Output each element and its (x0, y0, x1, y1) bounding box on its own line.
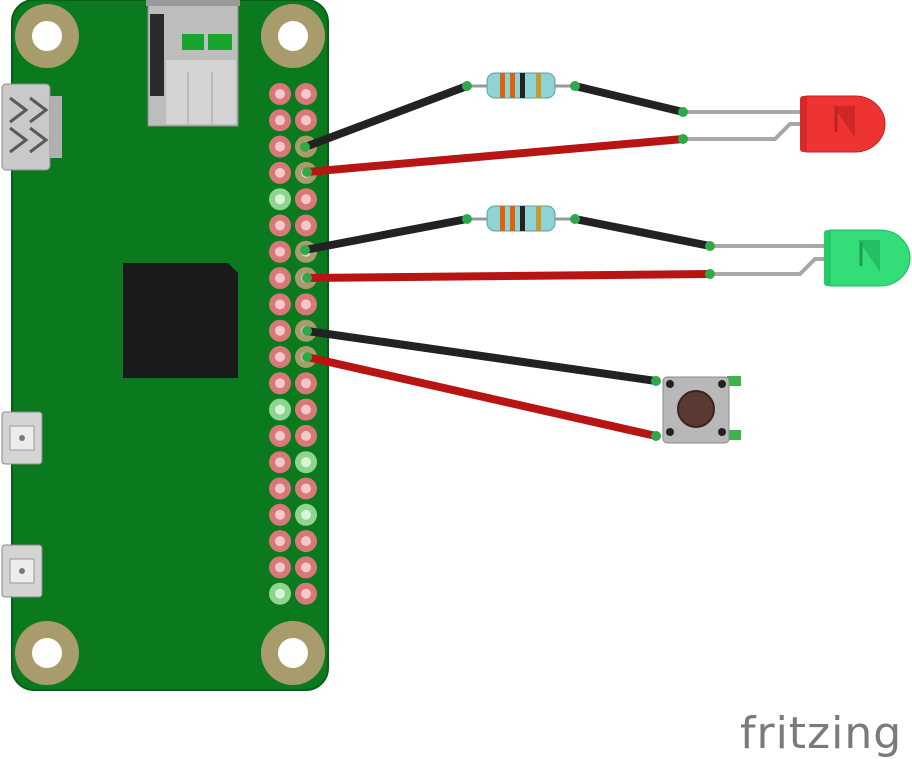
gpio-pin-hole (275, 115, 285, 126)
gpio-pin-hole (275, 536, 285, 547)
gpio-pin-hole (301, 457, 311, 468)
wire-red-3 (303, 353, 660, 440)
gpio-pin-hole (275, 483, 285, 494)
green-led (824, 229, 911, 287)
wire-red-2 (303, 270, 714, 282)
gpio-pin-hole (275, 89, 285, 99)
gpio-pin-hole (301, 588, 311, 599)
resistor-1 (467, 72, 575, 99)
resistor-2 (467, 205, 575, 232)
fritzing-logo: fritzing (740, 708, 902, 759)
gpio-pin-hole (275, 588, 285, 599)
gpio-pin-hole (301, 483, 311, 494)
gpio-pin-hole (301, 509, 311, 520)
mini-hdmi-port (1, 83, 62, 171)
gpio-pin-hole (275, 430, 285, 441)
sd-card-slot (146, 0, 240, 127)
wire-black-2 (571, 82, 687, 116)
gpio-pin-hole (275, 352, 285, 362)
gpio-pin-hole (301, 115, 311, 126)
gpio-pin-hole (275, 378, 285, 389)
gpio-pin-hole (301, 194, 311, 205)
gpio-pin-hole (301, 536, 311, 547)
soc-chip (123, 263, 238, 378)
gpio-pin-hole (301, 430, 311, 441)
gpio-pin-hole (275, 141, 285, 152)
gpio-pin-hole (301, 220, 311, 231)
wire-black-1 (301, 82, 471, 151)
gpio-pin-hole (301, 562, 311, 573)
gpio-pin-hole (275, 194, 285, 205)
micro-usb-port-2 (1, 544, 43, 598)
wire-red-1 (303, 135, 687, 176)
wire-black-4 (571, 215, 714, 250)
mount-hole-bottom-right (261, 621, 325, 685)
gpio-header (269, 83, 317, 605)
wires (301, 82, 714, 440)
gpio-pin-hole (275, 220, 285, 231)
red-led (800, 95, 886, 153)
mount-hole-top-left (15, 4, 79, 68)
micro-usb-port-1 (1, 411, 43, 465)
led-legs (683, 110, 830, 276)
wire-ends (300, 81, 715, 441)
gpio-pin-hole (275, 246, 285, 257)
mount-hole-bottom-left (15, 621, 79, 685)
gpio-pin-hole (275, 457, 285, 468)
wire-black-3 (301, 215, 471, 254)
gpio-pin-hole (275, 562, 285, 573)
gpio-pin-hole (275, 299, 285, 310)
gpio-pin-hole (301, 299, 311, 310)
push-button (662, 376, 741, 444)
gpio-pin-hole (301, 404, 311, 415)
gpio-pin-hole (301, 378, 311, 389)
gpio-pin-hole (275, 167, 285, 178)
wire-black-5 (303, 327, 660, 385)
gpio-pin-hole (275, 509, 285, 520)
raspberry-pi-zero-board (1, 0, 329, 691)
gpio-pin-hole (275, 273, 285, 284)
gpio-pin-hole (301, 89, 311, 99)
gpio-pin-hole (275, 404, 285, 415)
gpio-pin-hole (275, 325, 285, 336)
mount-hole-top-right (261, 4, 325, 68)
